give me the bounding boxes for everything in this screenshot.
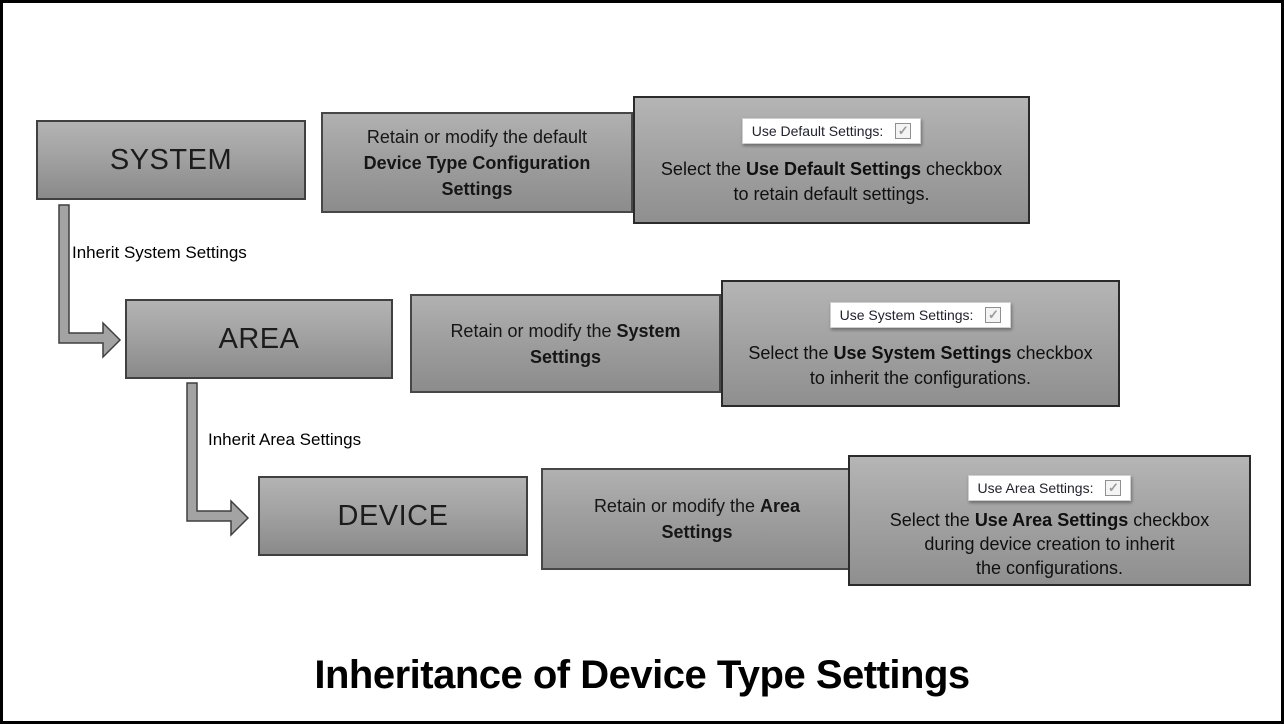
node-device: DEVICE — [258, 476, 528, 556]
panel-area: Use System Settings: ✓ Select the Use Sy… — [721, 280, 1120, 407]
callout-system: Retain or modify the default Device Type… — [321, 112, 633, 213]
panel-device-caption: Select the Use Area Settings checkbox du… — [889, 510, 1210, 578]
callout-area-text: Retain or modify the System Settings — [450, 320, 681, 367]
checkbox-checked-icon[interactable]: ✓ — [985, 307, 1002, 323]
inherit-system-settings-label: Inherit System Settings — [72, 243, 247, 262]
node-area: AREA — [125, 299, 393, 379]
use-area-settings-widget[interactable]: Use Area Settings: ✓ — [967, 475, 1132, 501]
diagram-title: Inheritance of Device Type Settings — [314, 653, 970, 697]
use-system-settings-label: Use System Settings: — [839, 307, 974, 323]
panel-system-caption: Select the Use Default Settings checkbox… — [660, 159, 1003, 204]
checkbox-checked-icon[interactable]: ✓ — [1105, 480, 1122, 496]
inherit-area-arrow-icon — [186, 382, 250, 537]
node-device-label: DEVICE — [337, 499, 449, 532]
use-system-settings-widget[interactable]: Use System Settings: ✓ — [829, 302, 1012, 328]
inherit-area-settings-label: Inherit Area Settings — [208, 430, 362, 449]
use-default-settings-widget[interactable]: Use Default Settings: ✓ — [741, 118, 922, 144]
panel-area-caption: Select the Use System Settings checkbox … — [748, 343, 1093, 388]
use-default-settings-label: Use Default Settings: — [751, 123, 884, 139]
callout-area: Retain or modify the System Settings — [410, 294, 721, 393]
callout-device-text: Retain or modify the Area Settings — [593, 496, 801, 542]
use-area-settings-label: Use Area Settings: — [977, 480, 1094, 496]
node-system-label: SYSTEM — [109, 143, 233, 176]
panel-device: Use Area Settings: ✓ Select the Use Area… — [848, 455, 1251, 586]
callout-device: Retain or modify the Area Settings — [541, 468, 853, 570]
node-area-label: AREA — [218, 322, 300, 355]
checkbox-checked-icon[interactable]: ✓ — [895, 123, 912, 139]
callout-system-text: Retain or modify the default Device Type… — [363, 126, 591, 199]
panel-system: Use Default Settings: ✓ Select the Use D… — [633, 96, 1030, 224]
inherit-system-arrow-icon — [58, 204, 122, 359]
node-system: SYSTEM — [36, 120, 306, 200]
